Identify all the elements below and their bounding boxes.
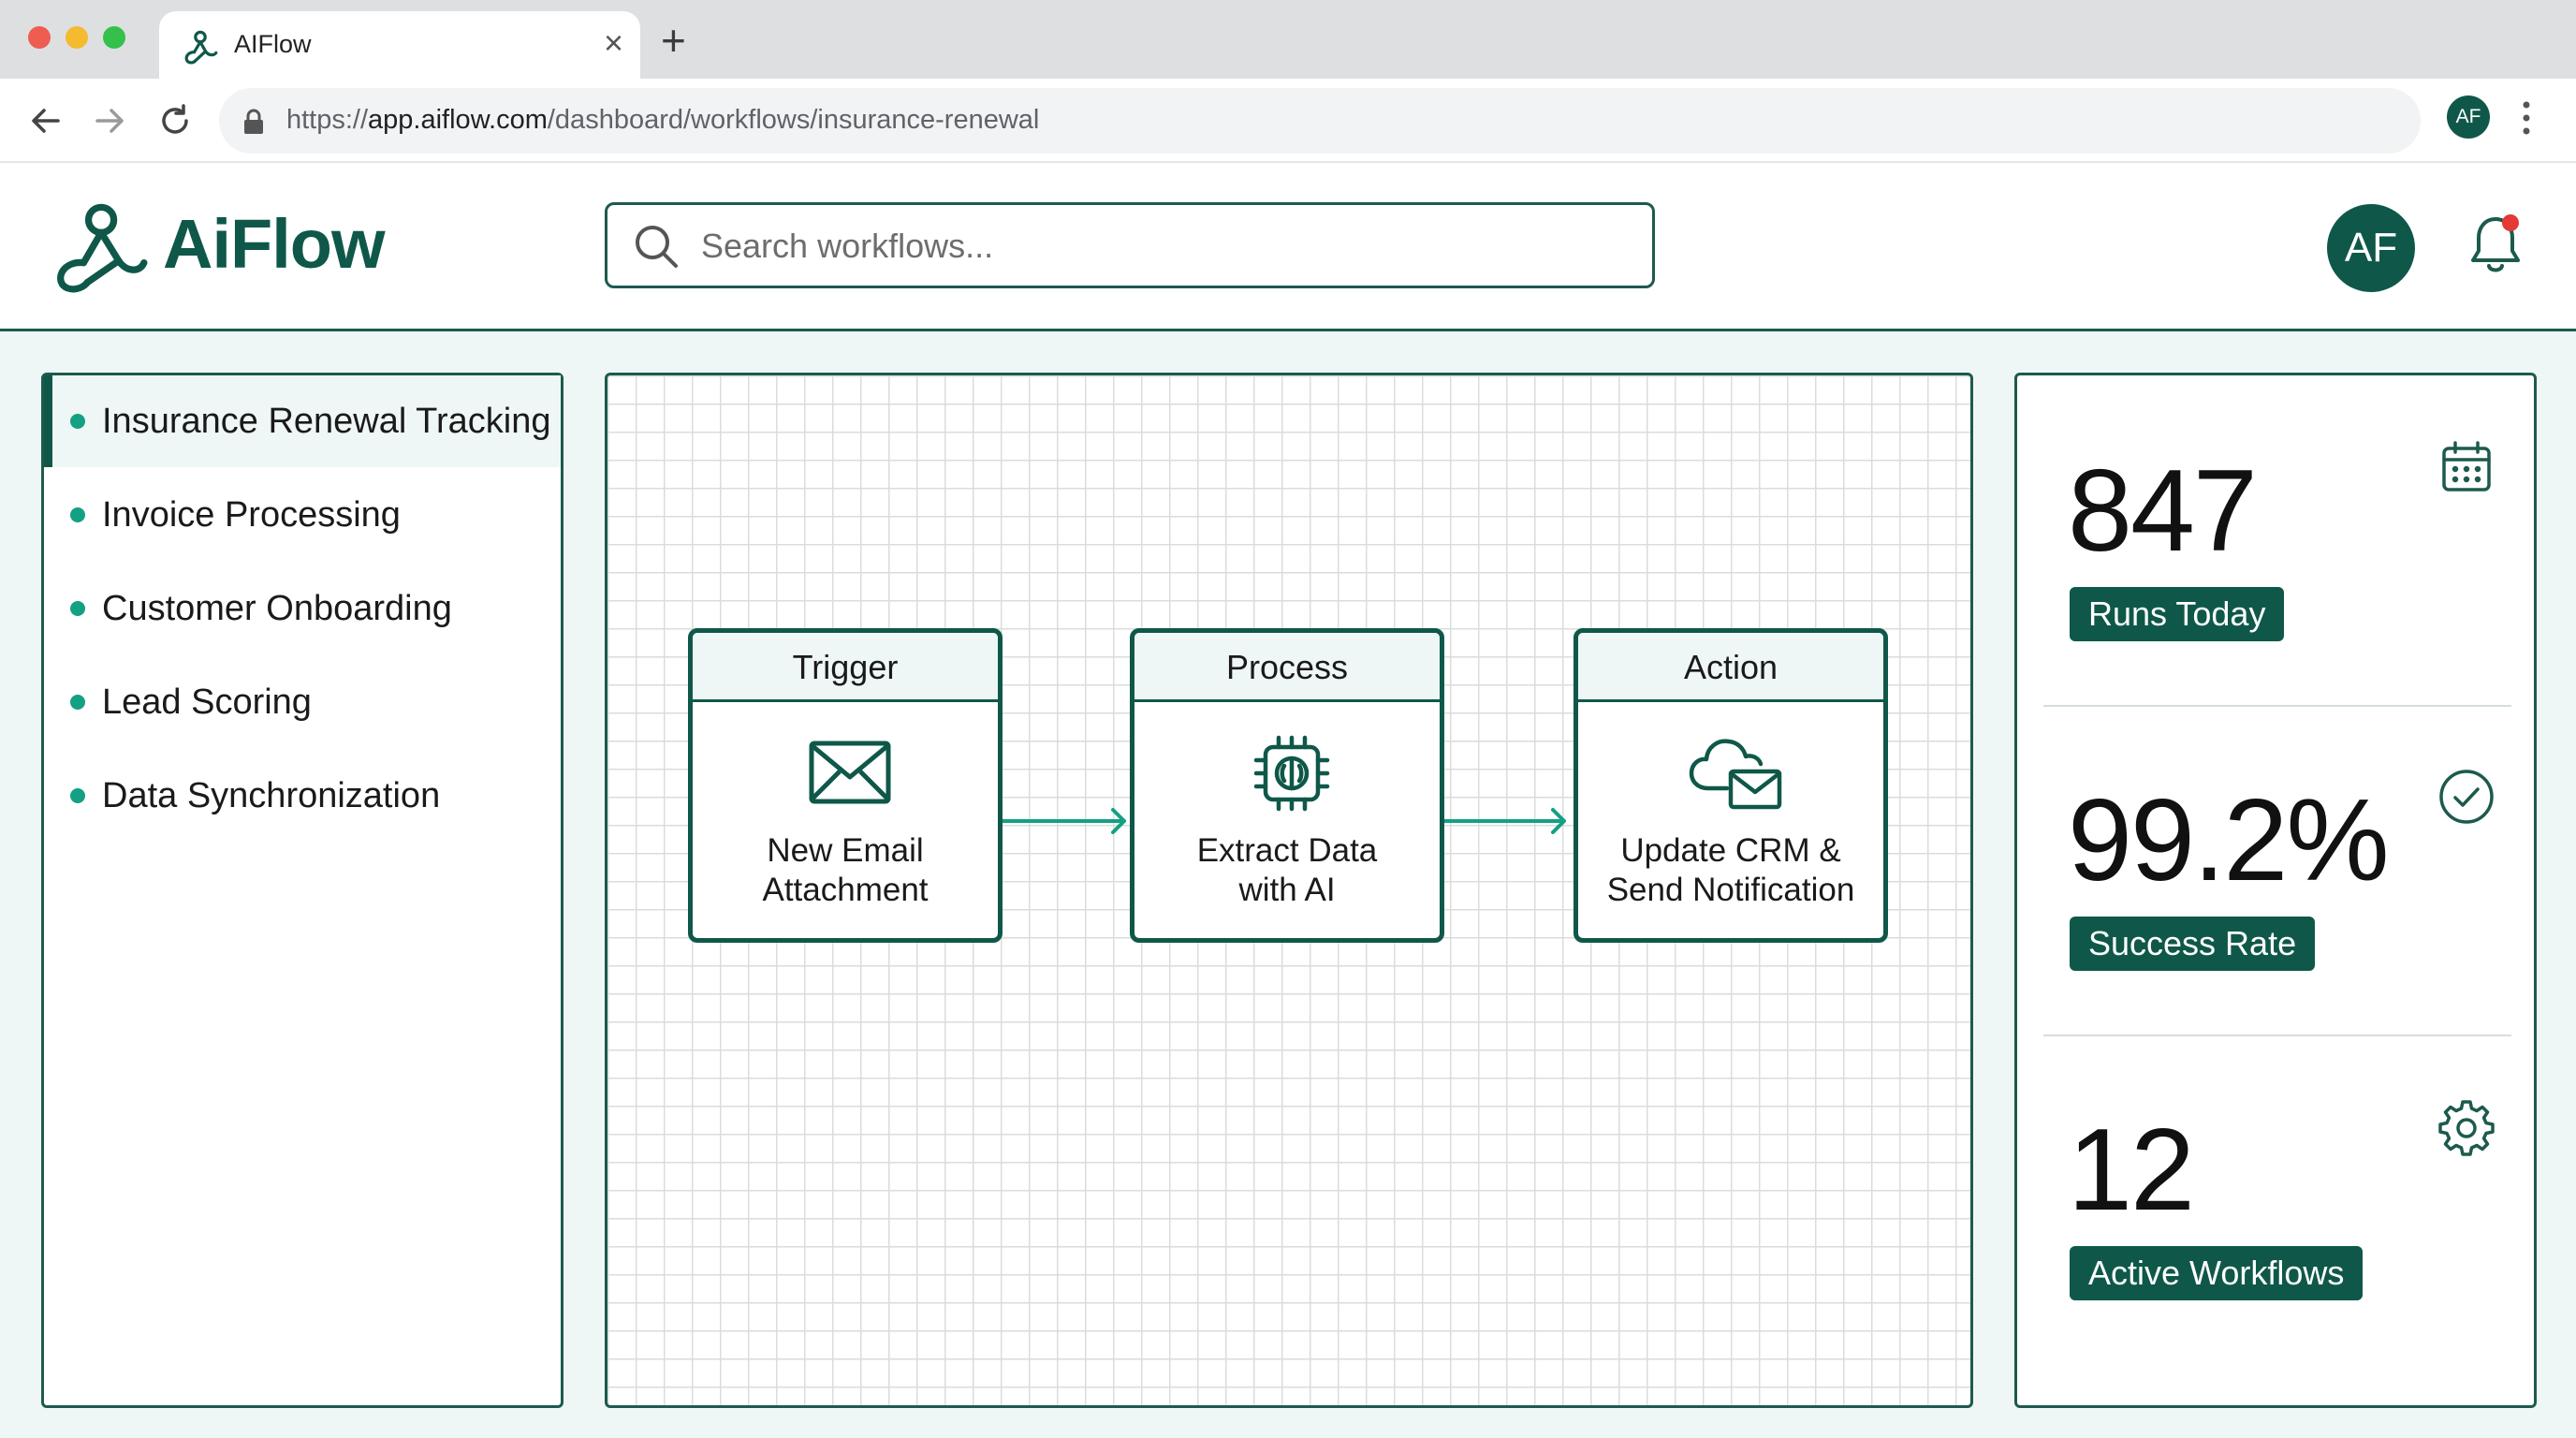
cloud-mail-icon — [1689, 739, 1782, 810]
sidebar-item-label: Data Synchronization — [102, 776, 441, 815]
sidebar-item-label: Invoice Processing — [102, 495, 401, 535]
envelope-icon — [809, 741, 891, 804]
browser-tab-bar: AIFlow × + — [0, 0, 2576, 79]
workflow-canvas[interactable]: Trigger New Email Attachment Process Ext… — [605, 373, 1973, 1408]
stat-value: 12 — [2068, 1106, 2195, 1235]
kebab-menu-icon[interactable] — [2522, 97, 2531, 139]
sidebar-item-data-synchronization[interactable]: Data Synchronization — [44, 750, 561, 842]
user-avatar[interactable]: AF — [2327, 204, 2415, 292]
notification-dot — [2502, 214, 2519, 231]
search-input[interactable] — [701, 218, 1618, 274]
search-box[interactable] — [605, 202, 1655, 288]
back-icon[interactable] — [26, 101, 66, 140]
bullet-dot — [70, 414, 85, 429]
main-content: Insurance Renewal Tracking Invoice Proce… — [0, 331, 2576, 1438]
browser-tab[interactable]: AIFlow × — [159, 11, 640, 79]
stat-card-runs-today: 847 Runs Today — [2017, 375, 2534, 705]
node-description: New Email Attachment — [762, 832, 929, 908]
lock-icon — [244, 109, 263, 134]
plus-icon[interactable]: + — [661, 16, 686, 65]
url-scheme: https:// — [286, 105, 369, 135]
bullet-dot — [70, 601, 85, 616]
stats-panel: 847 Runs Today 99.2% Success Rate 12 Act… — [2014, 373, 2537, 1408]
divider — [2043, 705, 2511, 707]
app-header: AiFlow AF — [0, 163, 2576, 331]
aiflow-logo-icon — [184, 30, 218, 65]
aiflow-logo-icon[interactable] — [49, 198, 150, 296]
sidebar-item-lead-scoring[interactable]: Lead Scoring — [44, 656, 561, 748]
sidebar-item-label: Customer Onboarding — [102, 589, 452, 628]
workflow-node-action[interactable]: Action Update CRM & Send Notification — [1573, 628, 1888, 943]
stat-card-active-workflows: 12 Active Workflows — [2017, 1034, 2534, 1364]
window-minimize-button[interactable] — [66, 26, 88, 49]
app-logo-text[interactable]: AiFlow — [163, 205, 386, 283]
bullet-dot — [70, 788, 85, 803]
node-description: Extract Data with AI — [1196, 832, 1378, 908]
check-circle-icon — [2439, 770, 2494, 824]
stat-label-badge: Active Workflows — [2070, 1246, 2364, 1300]
stat-value: 99.2% — [2068, 776, 2390, 905]
node-stage-label: Trigger — [693, 633, 998, 702]
browser-toolbar: https://app.aiflow.com/dashboard/workflo… — [0, 79, 2576, 163]
sidebar-item-label: Insurance Renewal Tracking — [102, 402, 551, 441]
node-stage-label: Process — [1134, 633, 1440, 702]
bullet-dot — [70, 507, 85, 522]
stat-card-success-rate: 99.2% Success Rate — [2017, 705, 2534, 1034]
url-path: /dashboard/workflows/insurance-renewal — [547, 105, 1040, 135]
address-bar[interactable]: https://app.aiflow.com/dashboard/workflo… — [219, 88, 2421, 154]
ai-chip-icon — [1253, 735, 1330, 812]
sidebar-item-insurance-renewal-tracking[interactable]: Insurance Renewal Tracking — [44, 375, 561, 467]
url-host: app.aiflow.com — [368, 105, 548, 135]
workflow-node-trigger[interactable]: Trigger New Email Attachment — [688, 628, 1003, 943]
sidebar-item-label: Lead Scoring — [102, 682, 312, 722]
sidebar-item-invoice-processing[interactable]: Invoice Processing — [44, 469, 561, 561]
forward-icon[interactable] — [90, 101, 129, 140]
stat-label-badge: Success Rate — [2070, 917, 2316, 971]
window-close-button[interactable] — [28, 26, 51, 49]
sidebar-item-customer-onboarding[interactable]: Customer Onboarding — [44, 563, 561, 654]
stat-value: 847 — [2068, 447, 2258, 576]
bell-icon[interactable] — [2464, 210, 2527, 277]
gear-icon[interactable] — [2437, 1096, 2496, 1156]
url-text[interactable]: https://app.aiflow.com/dashboard/workflo… — [286, 105, 1039, 136]
flow-arrow — [1003, 808, 1126, 834]
workflow-sidebar: Insurance Renewal Tracking Invoice Proce… — [41, 373, 564, 1408]
node-description: Update CRM & Send Notification — [1606, 832, 1855, 908]
stat-label-badge: Runs Today — [2070, 587, 2285, 641]
tab-title: AIFlow — [234, 30, 312, 58]
window-maximize-button[interactable] — [103, 26, 125, 49]
bullet-dot — [70, 695, 85, 710]
search-icon — [636, 226, 678, 268]
node-stage-label: Action — [1578, 633, 1883, 702]
flow-arrow — [1444, 808, 1566, 834]
divider — [2043, 1034, 2511, 1036]
browser-profile-avatar[interactable]: AF — [2447, 95, 2490, 139]
workflow-node-process[interactable]: Process Extract Data with AI — [1130, 628, 1444, 943]
reload-icon[interactable] — [155, 101, 195, 140]
close-icon[interactable]: × — [603, 23, 623, 62]
calendar-icon — [2442, 441, 2491, 492]
